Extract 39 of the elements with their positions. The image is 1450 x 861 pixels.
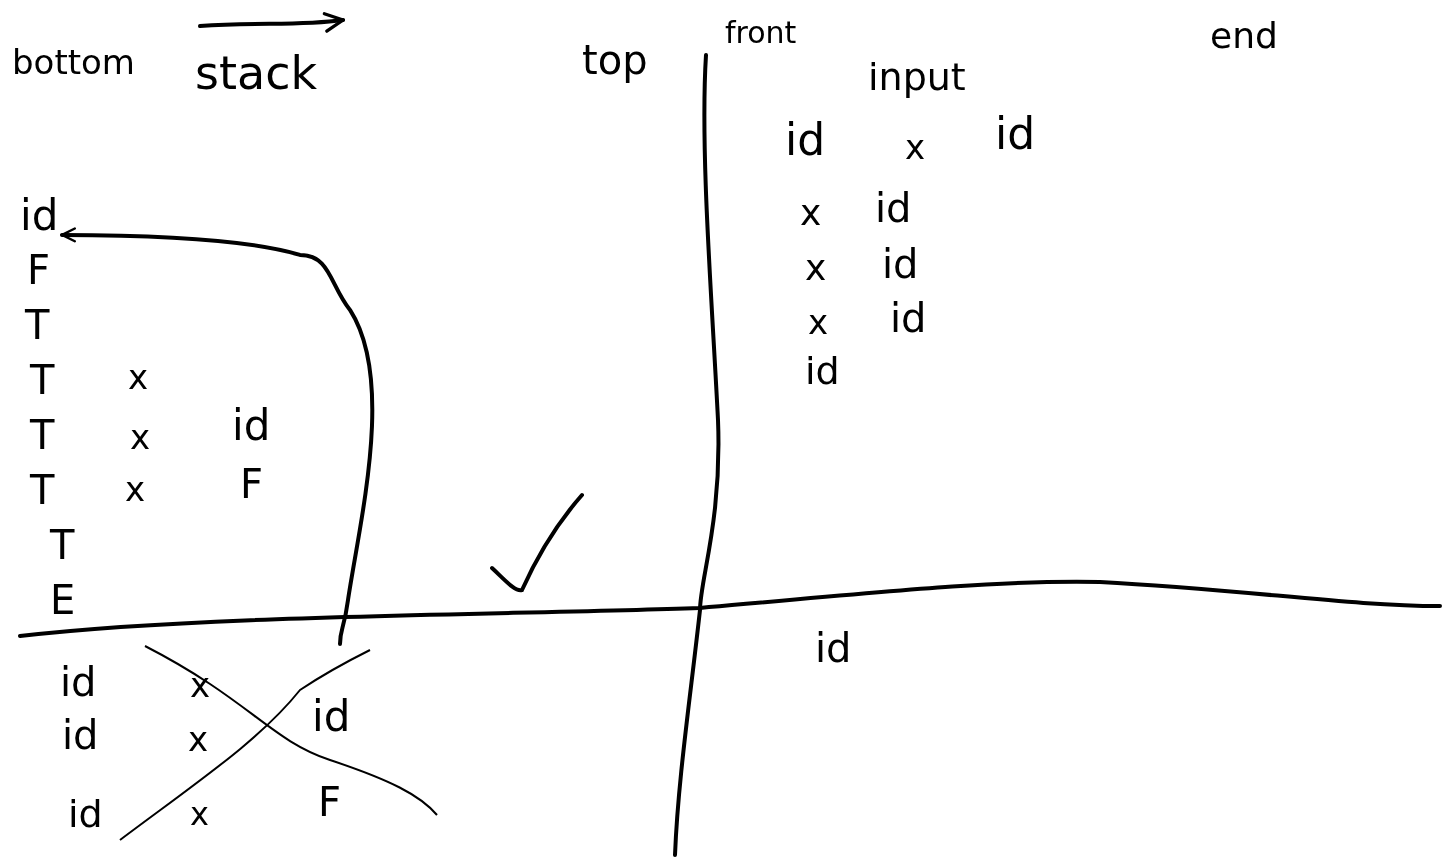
grammar-symbol: id (882, 244, 919, 284)
grammar-symbol: F (240, 464, 263, 504)
grammar-symbol: id (875, 188, 912, 228)
grammar-symbol: F (27, 250, 50, 290)
grammar-symbol: id (62, 715, 99, 755)
arrow (60, 227, 375, 646)
grammar-symbol: x (128, 360, 149, 394)
grammar-symbol: x (125, 472, 146, 506)
grammar-symbol: x (190, 668, 211, 702)
grammar-symbol: id (232, 405, 271, 447)
grammar-symbol: x (800, 195, 822, 231)
grammar-symbol: T (30, 415, 55, 455)
grammar-symbol: x (190, 798, 209, 830)
grammar-symbol: x (905, 130, 926, 164)
grammar-symbol: id (815, 628, 852, 668)
heading-label: input (868, 58, 966, 96)
grammar-symbol: F (318, 782, 341, 822)
grammar-symbol: x (805, 250, 827, 286)
cross-out-mark (118, 644, 440, 842)
grammar-symbol: id (312, 696, 351, 738)
grammar-symbol: T (25, 305, 50, 345)
grammar-symbol: E (50, 580, 76, 620)
grammar-symbol: id (785, 118, 826, 162)
grammar-symbol: T (30, 360, 55, 400)
grammar-symbol: x (808, 305, 829, 339)
heading-label: stack (195, 50, 318, 96)
grammar-symbol: x (130, 420, 151, 454)
grammar-symbol: id (60, 662, 97, 702)
heading-label: front (725, 18, 797, 48)
grammar-symbol: id (995, 112, 1036, 156)
grammar-symbol: x (188, 722, 209, 756)
grammar-symbol: id (68, 795, 103, 833)
heading-label: end (1210, 18, 1278, 54)
grammar-symbol: id (805, 352, 840, 390)
grammar-symbol: id (890, 298, 927, 338)
heading-label: bottom (12, 45, 135, 79)
grammar-symbol: id (20, 195, 59, 237)
grammar-symbol: T (30, 470, 55, 510)
grammar-symbol: T (50, 525, 75, 565)
